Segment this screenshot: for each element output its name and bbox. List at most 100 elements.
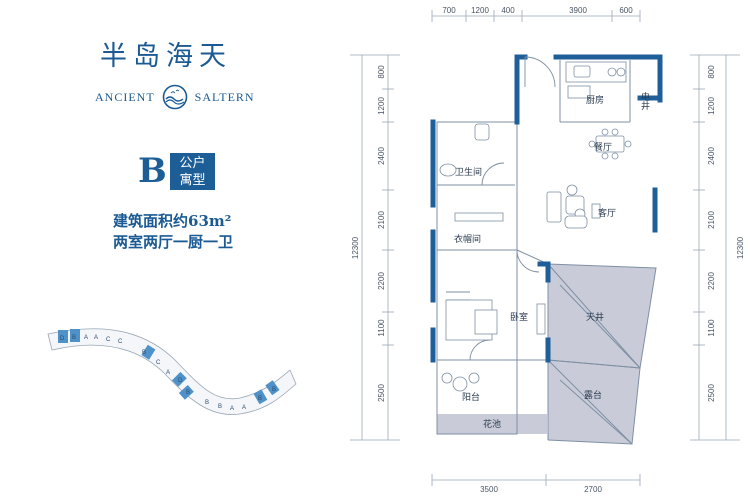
stove-burner <box>607 67 617 77</box>
wash-basin <box>439 163 457 177</box>
elec-shaft-label: 电井 <box>640 91 650 111</box>
stove-burner <box>616 67 626 77</box>
site-label: A <box>84 335 88 341</box>
room-label-bedroom: 卧室 <box>510 311 528 322</box>
closet-door-swing <box>516 249 540 273</box>
dining-table <box>595 135 625 153</box>
site-plan: D B A A C C B C A D B B B A A B B <box>47 328 297 415</box>
room-label-kitchen: 厨房 <box>586 94 604 105</box>
dim-right: 2400 <box>707 147 716 165</box>
unit-type-line2: 寓型 <box>179 172 206 187</box>
dim-bottom: 2700 <box>584 485 602 494</box>
site-label: B <box>186 390 190 396</box>
armchair-seat <box>564 215 588 229</box>
unit-type-badge: 公户 寓型 <box>170 153 215 190</box>
unit-type-line1: 公户 <box>179 155 206 170</box>
dim-top: 700 <box>442 6 456 15</box>
site-unit-highlight <box>178 385 194 400</box>
site-label: A <box>94 335 98 341</box>
dining-chair <box>601 152 609 160</box>
dim-bottom: 3500 <box>480 485 498 494</box>
bedroom-door-swing <box>469 339 491 361</box>
toilet <box>474 123 490 141</box>
dim-right: 1200 <box>707 97 716 115</box>
sofa <box>546 191 562 223</box>
side-table <box>591 203 601 219</box>
site-label: C <box>156 360 161 366</box>
dim-top: 400 <box>501 6 515 15</box>
balcony-chair <box>441 372 453 384</box>
site-unit-highlight <box>70 329 80 342</box>
room-label-closet: 衣帽间 <box>454 233 481 244</box>
site-label: A <box>242 405 246 411</box>
dim-left: 2100 <box>377 211 386 229</box>
entry-door-swing <box>524 56 556 88</box>
unit-summary: 建筑面积约63m² 两室两厅一厨一卫 <box>113 211 233 253</box>
room-label-terrace: 露台 <box>584 389 602 400</box>
dim-left: 2500 <box>377 384 386 402</box>
site-label: B <box>272 387 276 393</box>
fixtures <box>439 61 632 392</box>
dimension-lines <box>350 10 740 486</box>
fridge <box>567 85 591 99</box>
balcony-table <box>452 376 468 392</box>
site-label: A <box>166 370 170 376</box>
site-unit-highlight <box>253 389 268 405</box>
bed-cover <box>474 309 498 335</box>
dim-right: 2500 <box>707 384 716 402</box>
site-label: D <box>178 378 183 384</box>
room-label-balcony: 阳台 <box>462 391 480 402</box>
room-label-living: 客厅 <box>598 207 616 218</box>
unit-area: 建筑面积约63m² <box>113 212 232 230</box>
site-label: B <box>258 396 262 402</box>
brand-english-right: SALTERN <box>194 89 255 104</box>
balcony-chair <box>468 372 480 384</box>
dining-chair <box>588 140 596 148</box>
room-labels: 厨房 餐厅 卫生间 客厅 衣帽间 卧室 天井 阳台 露台 花池 <box>454 94 616 429</box>
dim-right: 2100 <box>707 211 716 229</box>
doors <box>469 56 556 361</box>
site-label: D <box>60 336 65 342</box>
site-plan-highlights <box>58 329 280 405</box>
dim-left: 2400 <box>377 147 386 165</box>
armchair <box>566 184 578 196</box>
site-label: B <box>205 400 209 406</box>
site-plan-labels: D B A A C C B C A D B B B A A B B <box>60 335 276 412</box>
dim-left-total: 12300 <box>351 236 360 259</box>
courtyard-shade <box>548 264 656 368</box>
site-unit-highlight <box>265 380 280 396</box>
dim-top: 1200 <box>471 6 489 15</box>
room-label-planter: 花池 <box>483 418 501 429</box>
interior-lines <box>436 60 657 445</box>
site-label: C <box>106 337 111 343</box>
site-label: A <box>230 406 234 412</box>
site-label: C <box>118 339 123 345</box>
brand-title: 半岛海天 <box>100 41 232 72</box>
dim-right-total: 12300 <box>736 236 745 259</box>
dim-left: 2200 <box>377 272 386 290</box>
brand-english: ANCIENT SALTERN <box>95 84 255 110</box>
unit-layout: 两室两厅一厨一卫 <box>113 233 234 251</box>
bedroom-desk <box>536 303 546 335</box>
site-unit-highlight <box>171 371 187 387</box>
wardrobe-rail <box>454 212 504 222</box>
site-unit-highlight <box>58 330 68 343</box>
dimension-labels: 700 1200 400 3900 600 3500 2700 <box>442 6 633 494</box>
dim-left: 1100 <box>377 319 386 337</box>
dining-chair <box>624 140 632 148</box>
dining-chair <box>611 128 619 136</box>
dim-right: 1100 <box>707 319 716 337</box>
brand-logo-icon <box>162 84 187 110</box>
site-label: B <box>218 404 222 410</box>
room-label-elec-1: 电井 <box>640 91 650 111</box>
dining-chair <box>601 128 609 136</box>
dim-right: 800 <box>707 65 716 79</box>
dim-top: 3900 <box>569 6 587 15</box>
bath-door-swing <box>481 162 505 186</box>
room-label-bath: 卫生间 <box>455 166 482 177</box>
site-plan-outline <box>47 328 297 415</box>
room-label-courtyard: 天井 <box>586 311 604 322</box>
brand-english-left: ANCIENT <box>95 89 155 104</box>
dim-right: 2200 <box>707 272 716 290</box>
unit-letter: B <box>138 151 167 191</box>
